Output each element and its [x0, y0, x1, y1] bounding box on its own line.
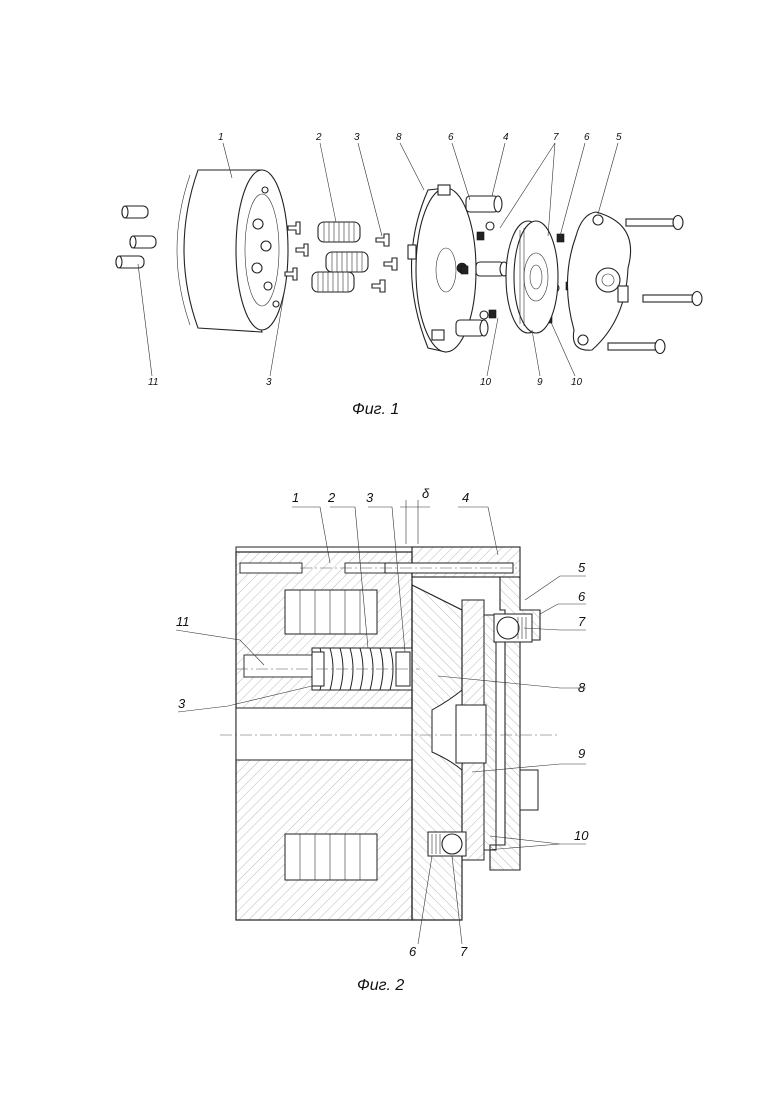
fig1-label-10b: 10 [571, 377, 583, 388]
fig1-label-8: 8 [396, 132, 402, 143]
fig2-label-10: 10 [574, 828, 589, 843]
section-discs-parts-9-10 [456, 600, 496, 860]
section-ball-screw-bottom [428, 832, 466, 856]
fig2-label-1: 1 [292, 490, 299, 505]
figure-2-section-view: δ 1 2 3 4 5 6 7 11 [176, 486, 589, 994]
fig2-label-2: 2 [327, 490, 336, 505]
fig1-label-6b: 6 [584, 132, 590, 143]
pins-part-11 [116, 206, 156, 268]
gap-delta-symbol: δ [422, 486, 430, 501]
disk-assembly-parts-9-10 [506, 221, 558, 333]
section-housing-part-1 [236, 547, 413, 920]
plungers-part-3-right [372, 234, 397, 292]
gap-delta-marker: δ [400, 486, 430, 544]
figure-1-exploded-view: 1 2 3 8 6 4 7 6 5 11 3 10 9 10 Фиг. 1 [116, 132, 702, 418]
fig2-label-6a: 6 [578, 589, 586, 604]
figure-1-caption: Фиг. 1 [352, 401, 399, 418]
fig2-label-11: 11 [176, 614, 190, 629]
fig2-label-5: 5 [578, 560, 586, 575]
fig1-label-10a: 10 [480, 377, 492, 388]
fig1-label-4: 4 [503, 132, 509, 143]
fig2-label-9: 9 [578, 746, 585, 761]
springs-part-2 [312, 222, 368, 292]
fig2-label-3a: 3 [366, 490, 374, 505]
fig1-label-5: 5 [616, 132, 622, 143]
fig2-label-3b: 3 [178, 696, 186, 711]
figure-2-caption: Фиг. 2 [357, 977, 404, 994]
fig1-label-3b: 3 [266, 377, 272, 388]
cover-part-5 [567, 212, 630, 350]
fig1-label-7: 7 [553, 132, 559, 143]
fig2-label-7a: 7 [578, 614, 586, 629]
housing-part-1 [177, 170, 288, 332]
fig1-label-2: 2 [315, 132, 322, 143]
fig2-label-6b: 6 [409, 944, 417, 959]
fig1-label-9: 9 [537, 377, 543, 388]
fig1-label-3a: 3 [354, 132, 360, 143]
fig2-label-8: 8 [578, 680, 586, 695]
section-disk-part-8 [412, 547, 462, 920]
fig1-label-1: 1 [218, 132, 224, 143]
fig1-label-6a: 6 [448, 132, 454, 143]
fig1-label-11: 11 [148, 377, 158, 388]
fig2-label-7b: 7 [460, 944, 468, 959]
fig2-label-4: 4 [462, 490, 469, 505]
